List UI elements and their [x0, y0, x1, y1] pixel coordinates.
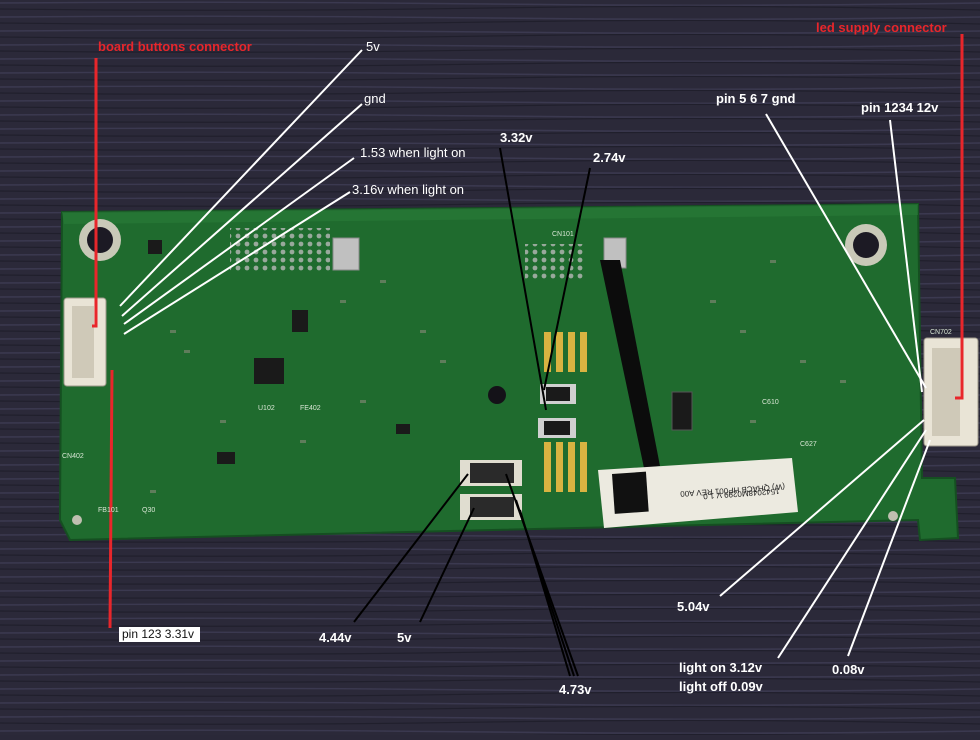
mounting-hole-left	[79, 219, 121, 261]
led-supply-connector	[923, 337, 979, 447]
print-u102: U102	[258, 405, 275, 412]
print-c610: C610	[762, 399, 779, 406]
label-pin-567-gnd: pin 5 6 7 gnd	[716, 91, 796, 106]
mounting-hole-right	[845, 224, 887, 266]
label-gnd: gnd	[364, 91, 386, 106]
label-4-44v: 4.44v	[319, 630, 352, 645]
label-board-buttons-connector: board buttons connector	[98, 39, 252, 54]
print-cn702: CN702	[930, 329, 952, 336]
label-light-off-0-09v: light off 0.09v	[679, 679, 763, 694]
gold-pads	[544, 332, 587, 492]
label-1-53-light-on: 1.53 when light on	[360, 145, 466, 160]
label-led-supply-connector: led supply connector	[816, 20, 947, 35]
label-0-08v: 0.08v	[832, 662, 865, 677]
label-2-74v: 2.74v	[593, 150, 626, 165]
pcb-board	[58, 202, 960, 542]
black-leader-lines	[353, 147, 591, 677]
print-q30: Q30	[142, 507, 155, 514]
red-leader-lines	[92, 34, 964, 629]
label-pin-123-3-31v: pin 123 3.31v	[119, 627, 201, 642]
print-fb101: FB101	[98, 507, 119, 514]
serial-label-sticker	[598, 458, 798, 528]
label-5v-top: 5v	[366, 39, 380, 54]
ic-chip	[254, 358, 284, 384]
label-5-04v: 5.04v	[677, 599, 710, 614]
print-c627: C627	[800, 441, 817, 448]
label-light-on-3-12v: light on 3.12v	[679, 660, 763, 675]
board-buttons-connector	[63, 297, 107, 387]
label-3-32v: 3.32v	[500, 130, 533, 145]
label-4-73v: 4.73v	[559, 682, 592, 697]
label-3-16-light-on: 3.16v when light on	[352, 182, 465, 197]
label-pin-1234-12v: pin 1234 12v	[861, 100, 939, 115]
print-fe402: FE402	[300, 405, 321, 412]
print-cn402: CN402	[62, 453, 84, 460]
label-5v-bottom: 5v	[397, 630, 412, 645]
print-cn101: CN101	[552, 231, 574, 238]
white-leader-lines	[119, 49, 931, 659]
